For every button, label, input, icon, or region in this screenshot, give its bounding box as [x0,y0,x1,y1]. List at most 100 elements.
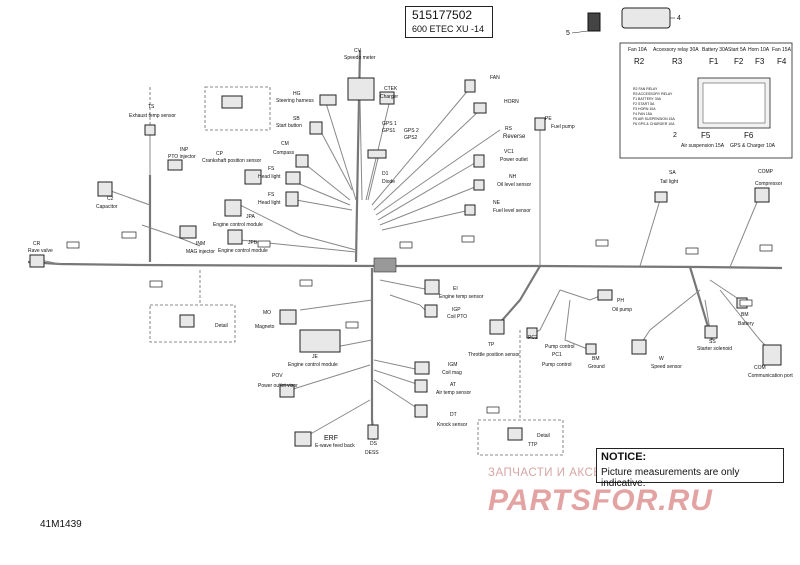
label-rave-valve: Rave valve [28,248,53,254]
label-pc1: Pump control [542,362,571,368]
label-erf: E-wave feed back [315,443,355,449]
code-engine-temp: EI [453,286,458,292]
code-fuel-pump: PE [545,116,552,122]
fuse-top-label-6: Fan 15A [772,47,792,53]
code-gps2: GPS2 [404,135,418,141]
code-pc1: PC1 [552,352,562,358]
code-pov: POV [272,373,283,379]
code-coil-pto: IGP [452,307,461,313]
label-magneto: Magneto [255,324,275,330]
fuse-top-label-1: Fan 10A [628,47,648,53]
code-magneto: MO [263,310,271,316]
label-tail-light: Tail light [660,179,679,185]
label-dess: DESS [365,450,379,456]
fuse-top-label-3: Battery 30A [702,47,729,53]
code-gps1: GPS1 [382,128,396,134]
code-pto-injector: INP [180,147,189,153]
code-tps: TP [488,342,495,348]
label-fuel-pump: Fuel pump [551,124,575,130]
callout-5: 5 [566,30,570,37]
fuse-legend-2: R3 ACCESSORY RELAY [633,92,673,96]
code-battery: BM [741,312,749,318]
code-compressor: COMP [758,169,774,175]
label-start-button: Start button [276,123,302,129]
label-tps: Throttle position sensor [468,352,520,358]
label-ecm-top: Engine control module [213,222,263,228]
code-power-outlet: VC1 [504,149,514,155]
code-ctek: CTEK [384,86,398,92]
code-compass: CM [281,141,289,147]
fuse-top-label-2: Accessory relay 30A [653,47,699,53]
code-head-light-2: FS [268,192,275,198]
splice-tags [66,231,773,414]
branch-wires [39,87,771,441]
part-number-box: 515177502 600 ETEC XU -14 [405,6,493,38]
code-reverse: RS [505,126,513,132]
label-ground: Ground [588,364,605,370]
code-horn: HORN [504,99,519,105]
label-crankshaft: Crankshaft position sensor [202,158,262,164]
code-capacitor: C2 [107,196,114,202]
callout-2: 2 [673,132,677,139]
code-comm-port: COM [754,365,766,371]
label-oil-level: Oil level sensor [497,182,532,188]
label-speedo: Speedo meter [344,55,376,61]
code-start-button: SB [293,116,300,122]
code-steering: HG [293,91,301,97]
callouts: 4 5 2 [566,15,681,139]
code-air-temp: AT [450,382,456,388]
label-fuel-level: Fuel level sensor [493,208,531,214]
label-compressor: Compressor [755,181,783,187]
code-ecm-bottom: JE [312,354,319,360]
label-compass: Compass [273,150,295,156]
code-dess: DS [370,441,378,447]
code-speed-sensor: W [659,356,664,362]
code-ecm-top: JPA [246,214,255,220]
fuse-box [619,42,793,159]
model-name: 600 ETEC XU -14 [412,24,485,34]
code-crankshaft: CP [216,151,224,157]
label-capacitor: Capacitor [96,204,118,210]
label-speed-sensor: Speed sensor [651,364,682,370]
label-ecm-bottom: Engine control module [288,362,338,368]
fuse-legend-1: R2 FAN RELAY [633,87,658,91]
fuse-box-text: Fan 10A Accessory relay 30A Battery 30A … [628,47,792,149]
detail-label-left: Detail [215,323,228,329]
label-mag-injector: MAG injector [186,249,215,255]
fuse-legend-4: F2 START 5A [633,102,655,106]
detail-boxes [149,86,564,456]
label-pc2: Pump control [545,344,574,350]
code-pc2: PC2 [528,335,538,341]
fuse-bottom-label-1: Air suspension 15A [681,143,725,149]
label-ctek: Charger [380,94,398,100]
fuse-code-f2: F2 [734,57,744,66]
code-speedo: CV [354,48,362,54]
label-gps1: GPS 1 [382,121,397,127]
label-reverse: Reverse [503,134,526,140]
detail-label-right: Detail [537,433,550,439]
fuse-code-r3: R3 [672,57,683,66]
connectors [29,7,782,447]
drawing-id: 41M1439 [40,519,82,530]
fuse-code-f4: F4 [777,57,787,66]
code-erf: ERF [324,435,338,442]
code-head-light-1: FS [268,166,275,172]
code-starter: SS [709,339,716,345]
label-knock: Knock sensor [437,422,468,428]
code-exhaust-temp: TS [148,104,155,110]
component-labels: TS Exhaust temp sensor INP PTO injector … [28,48,793,456]
label-engine-temp: Engine temp sensor [439,294,484,300]
label-battery: Battery [738,321,754,327]
code-fuel-level: NE [493,200,501,206]
code-knock: DT [450,412,457,418]
label-air-temp: Air temp sensor [436,390,471,396]
label-diode: Diode [382,179,395,185]
label-power-outlet: Power outlet [500,157,528,163]
label-gps2: GPS 2 [404,128,419,134]
notice-box: NOTICE: Picture measurements are only in… [596,448,784,489]
label-exhaust-temp: Exhaust temp sensor [129,113,176,119]
label-coil-mag: Coil mag [442,370,462,376]
fuse-legend-3: F1 BATTERY 30A [633,97,662,101]
code-tail-light: SA [669,170,676,176]
label-pto-injector: PTO injector [168,154,196,160]
